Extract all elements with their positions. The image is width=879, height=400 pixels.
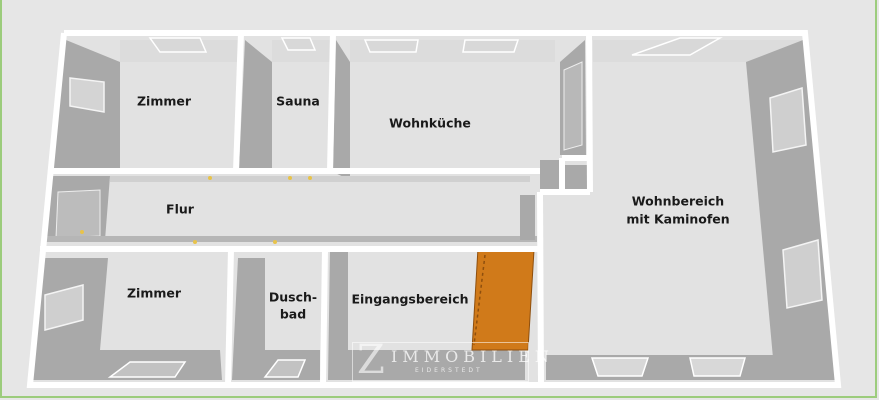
- window-icon: [69, 77, 105, 113]
- watermark-letter: Z: [357, 337, 385, 383]
- room-label-zimmer-2: Zimmer: [126, 285, 182, 301]
- watermark-name: IMMOBILIEN: [391, 347, 554, 366]
- room-label-eingangsbereich: Eingangsbereich: [351, 291, 469, 307]
- window-icon: [782, 239, 823, 309]
- room-label-wohnbereich: Wohnbereich: [631, 193, 725, 209]
- room-label-duschbad: Dusch-: [268, 289, 318, 305]
- room-label-wohnbereich-sub: mit Kaminofen: [626, 211, 730, 227]
- watermark-logo: Z IMMOBILIEN EIDERSTEDT: [352, 337, 549, 383]
- stairs-icon: [471, 247, 535, 351]
- room-label-duschbad-sub: bad: [279, 306, 307, 322]
- room-label-zimmer: Zimmer: [136, 93, 192, 109]
- room-label-flur: Flur: [166, 201, 194, 217]
- window-icon: [769, 87, 807, 153]
- window-icon: [44, 284, 84, 331]
- watermark-location: EIDERSTEDT: [415, 367, 483, 374]
- room-label-sauna: Sauna: [276, 93, 320, 109]
- room-label-wohnkueche: Wohnküche: [389, 115, 471, 131]
